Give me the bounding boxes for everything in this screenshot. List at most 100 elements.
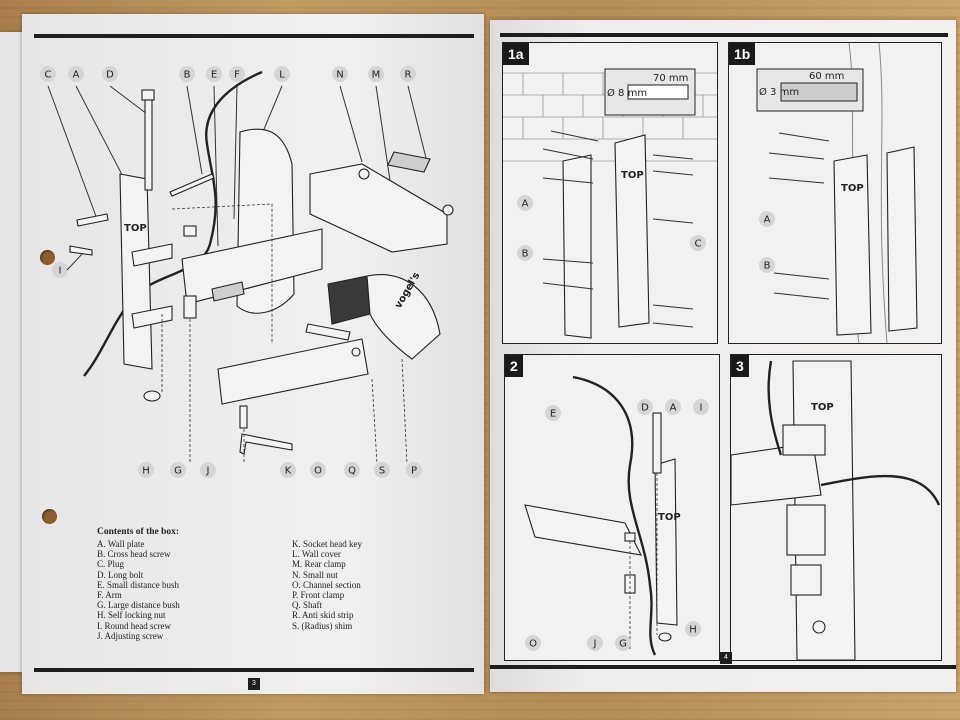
- label-circle: [280, 462, 296, 478]
- label-circle: [179, 66, 195, 82]
- cable: [767, 360, 941, 506]
- self-locking-nut: [143, 390, 161, 402]
- channel-section: [524, 504, 642, 556]
- step-badge: 1b: [729, 43, 756, 65]
- label-circle: [138, 462, 154, 478]
- label-circle: [332, 66, 348, 82]
- adjusting-screw: [239, 405, 248, 429]
- socket-head-key: [239, 433, 293, 455]
- part-label: D: [641, 403, 649, 414]
- label-circle: [102, 66, 118, 82]
- screws: [768, 132, 830, 300]
- wall-plate-tab: [131, 243, 173, 267]
- contents-item: F. Arm: [97, 590, 122, 601]
- part-label: O: [529, 639, 537, 650]
- plugs: [652, 154, 694, 328]
- part-label: Q: [348, 466, 356, 477]
- arm-slot: [211, 281, 245, 302]
- part-label: O: [314, 466, 322, 477]
- label-circle: [229, 66, 245, 82]
- part-label: J: [593, 639, 597, 650]
- top-rule: [34, 34, 474, 38]
- leader-line: [407, 85, 428, 163]
- part-label: C: [695, 239, 702, 250]
- part-label: H: [142, 466, 150, 477]
- page-number: 3: [248, 678, 260, 690]
- step-badge: 1a: [503, 43, 529, 65]
- contents-item: I. Round head screw: [97, 620, 171, 631]
- label-circle: [759, 211, 775, 227]
- rear-clamp: [309, 163, 448, 253]
- contents-item: K. Socket head key: [292, 539, 362, 549]
- label-circle: [587, 635, 603, 651]
- label-circle: [52, 262, 68, 278]
- part-labels-left: I: [52, 262, 68, 278]
- top-rule: [500, 33, 948, 37]
- top-marking: TOP: [841, 183, 864, 194]
- contents-item: L. Wall cover: [292, 549, 341, 560]
- part-label: E: [550, 409, 556, 420]
- part-label: R: [405, 70, 412, 81]
- step-1a-labels: ABC: [517, 195, 706, 261]
- small-distance-bush: [183, 225, 197, 237]
- label-circle: [274, 66, 290, 82]
- step-3-panel: 3 TOP: [730, 354, 942, 661]
- part-label: N: [336, 70, 343, 81]
- cross-head-screw: [169, 173, 215, 197]
- part-label: P: [411, 466, 417, 477]
- contents-item: C. Plug: [97, 559, 125, 570]
- leader-line: [109, 85, 148, 115]
- contents-item: E. Small distance bush: [97, 579, 179, 590]
- leader-line: [186, 85, 203, 175]
- label-circle: [759, 257, 775, 273]
- label-circle: [206, 66, 222, 82]
- drill-diameter: Ø 3 mm: [759, 86, 799, 98]
- label-circle: [517, 245, 533, 261]
- bottom-rule: [34, 668, 474, 672]
- step-badge: 2: [505, 355, 523, 377]
- wall-plate: [833, 154, 872, 336]
- anti-skid-strip: [387, 151, 431, 173]
- label-circle: [170, 462, 186, 478]
- alignment-line: [371, 378, 378, 465]
- small-distance-bush: [624, 532, 636, 542]
- contents-item: B. Cross head screw: [97, 549, 171, 560]
- wall-plate: [119, 173, 153, 370]
- part-label: A: [764, 215, 771, 226]
- front-clamp-strap: [327, 275, 371, 325]
- contents-item: H. Self locking nut: [97, 610, 166, 621]
- part-label: E: [211, 70, 217, 81]
- label-circle: [368, 66, 384, 82]
- shaft: [305, 323, 351, 341]
- round-head-screw: [69, 245, 93, 256]
- plug: [76, 213, 109, 227]
- part-label: I: [59, 266, 62, 277]
- self-locking-nut: [658, 632, 672, 642]
- part-label: C: [45, 70, 52, 81]
- part-label: D: [106, 70, 114, 81]
- label-circle: [40, 66, 56, 82]
- top-marking: TOP: [811, 402, 834, 413]
- label-circle: [637, 399, 653, 415]
- part-label: G: [174, 466, 182, 477]
- label-circle: [517, 195, 533, 211]
- large-distance-bush: [183, 295, 197, 319]
- wood-grain: [878, 43, 888, 343]
- punch-hole: [40, 250, 55, 265]
- part-label: L: [279, 70, 285, 81]
- punch-hole: [42, 509, 57, 524]
- page-number: 4: [720, 652, 732, 664]
- label-circle: [200, 462, 216, 478]
- contents-item: S. (Radius) shim: [292, 620, 353, 631]
- wall-plate: [614, 134, 650, 328]
- contents-item: Q. Shaft: [292, 600, 322, 611]
- contents-item: P. Front clamp: [292, 590, 345, 601]
